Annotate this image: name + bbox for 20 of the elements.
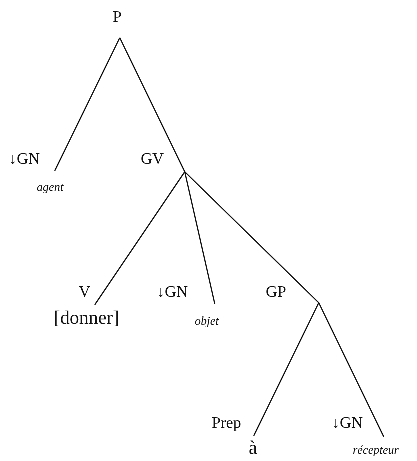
tree-branch	[94, 172, 186, 306]
tree-branch	[184, 172, 320, 304]
role-label: objet	[195, 314, 219, 328]
word-label: à	[249, 438, 258, 461]
tree-branch	[184, 172, 216, 304]
node-label: GP	[266, 283, 286, 303]
tree-branch	[318, 302, 385, 438]
node-label: GV	[141, 150, 164, 170]
tree-branch	[119, 38, 186, 172]
role-label: récepteur	[353, 443, 399, 458]
node-label: P	[113, 8, 122, 28]
node-label: ↓GN	[157, 283, 188, 303]
role-label: agent	[37, 180, 64, 194]
node-label: V	[79, 283, 91, 303]
node-label: ↓GN	[9, 150, 40, 170]
node-label: Prep	[212, 414, 242, 434]
node-label: ↓GN	[332, 414, 364, 434]
word-label: [donner]	[54, 308, 120, 331]
tree-branch	[54, 38, 121, 172]
tree-branch	[253, 302, 320, 436]
